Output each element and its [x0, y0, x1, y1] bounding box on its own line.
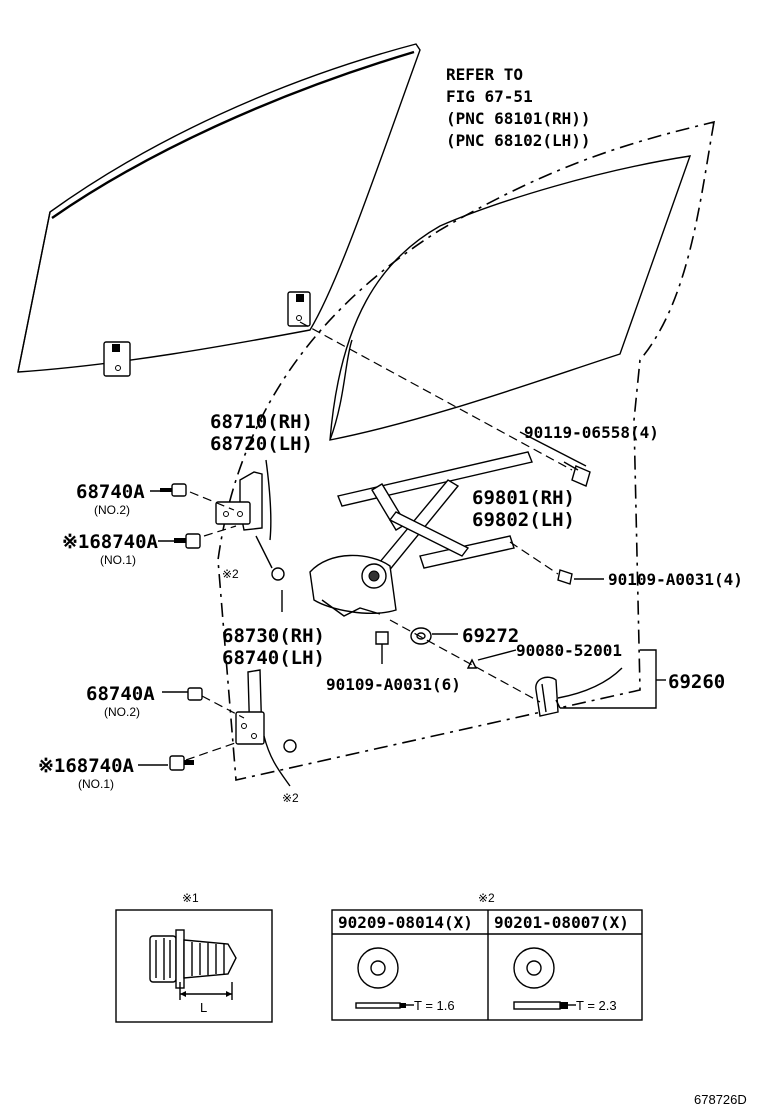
washer-t23: [513, 947, 576, 1010]
label-90109-6: 90109-A0031(6): [326, 675, 461, 694]
label-68740: 68740(LH): [222, 647, 325, 669]
handle-69260: [389, 619, 623, 717]
detail2-col1-thickness: T = 1.6: [414, 998, 455, 1013]
figure-code: 678726D: [694, 1092, 747, 1107]
bolt-90109-lower: [375, 631, 389, 664]
glass-bracket-front: [287, 291, 311, 327]
label-68740a-bot: ※168740A: [38, 755, 135, 777]
label-mark2-b: ※2: [282, 791, 299, 805]
door-glass: [17, 43, 421, 377]
label-no2-low: (NO.2): [104, 705, 140, 719]
bolt-90109-upper: [509, 541, 573, 585]
label-68740a-mid: ※168740A: [62, 531, 159, 553]
detail-box-2: ※2 90209-08014(X) 90201-08007(X) T = 1.6…: [331, 891, 643, 1021]
detail2-col2-part: 90201-08007(X): [494, 913, 629, 932]
washer-69272: [410, 627, 432, 645]
label-90080: 90080-52001: [516, 641, 622, 660]
bolt-68740a-no1-lower: [169, 755, 194, 771]
label-69260: 69260: [668, 671, 725, 693]
detail-box-1: ※1 L: [115, 891, 273, 1023]
detail2-col1-part: 90209-08014(X): [338, 913, 473, 932]
door-frame: [217, 120, 716, 781]
refer-line-1: REFER TO: [446, 65, 523, 84]
window-regulator: [309, 451, 533, 617]
callouts: REFER TO FIG 67-51 (PNC 68101(RH)) (PNC …: [38, 65, 743, 805]
washer-t16: [355, 947, 414, 1009]
refer-line-2: FIG 67-51: [446, 87, 533, 106]
flange-bolt-illustration: [149, 929, 237, 989]
leader-lines: [138, 431, 666, 766]
clip-90080: [466, 658, 478, 669]
bolt-68740a-no2-lower: [187, 687, 203, 701]
label-69272: 69272: [462, 625, 519, 647]
refer-line-4: (PNC 68102(LH)): [446, 131, 591, 150]
label-mark2-a: ※2: [222, 567, 239, 581]
detail1-mark: ※1: [182, 891, 199, 905]
detail1-dimension: L: [200, 1000, 207, 1015]
label-69802: 69802(LH): [472, 509, 575, 531]
detail2-col2-thickness: T = 2.3: [576, 998, 617, 1013]
label-68710: 68710(RH): [210, 411, 313, 433]
label-68730: 68730(RH): [222, 625, 325, 647]
label-68740a-low: 68740A: [86, 683, 155, 705]
label-no1-mid: (NO.1): [100, 553, 136, 567]
detail2-mark: ※2: [478, 891, 495, 905]
label-90109-4: 90109-A0031(4): [608, 570, 743, 589]
label-no2-top: (NO.2): [94, 503, 130, 517]
refer-line-3: (PNC 68101(RH)): [446, 109, 591, 128]
label-69801: 69801(RH): [472, 487, 575, 509]
run-channel-upper: [189, 459, 285, 612]
label-no1-bot: (NO.1): [78, 777, 114, 791]
label-90119: 90119-06558(4): [524, 423, 659, 442]
glass-bracket-rear: [103, 341, 131, 377]
run-channel-lower: [185, 669, 297, 787]
bolt-90119: [563, 461, 591, 487]
label-68740a-top: 68740A: [76, 481, 145, 503]
bolt-68740a-no2-upper: [160, 483, 187, 497]
label-68720: 68720(LH): [210, 433, 313, 455]
